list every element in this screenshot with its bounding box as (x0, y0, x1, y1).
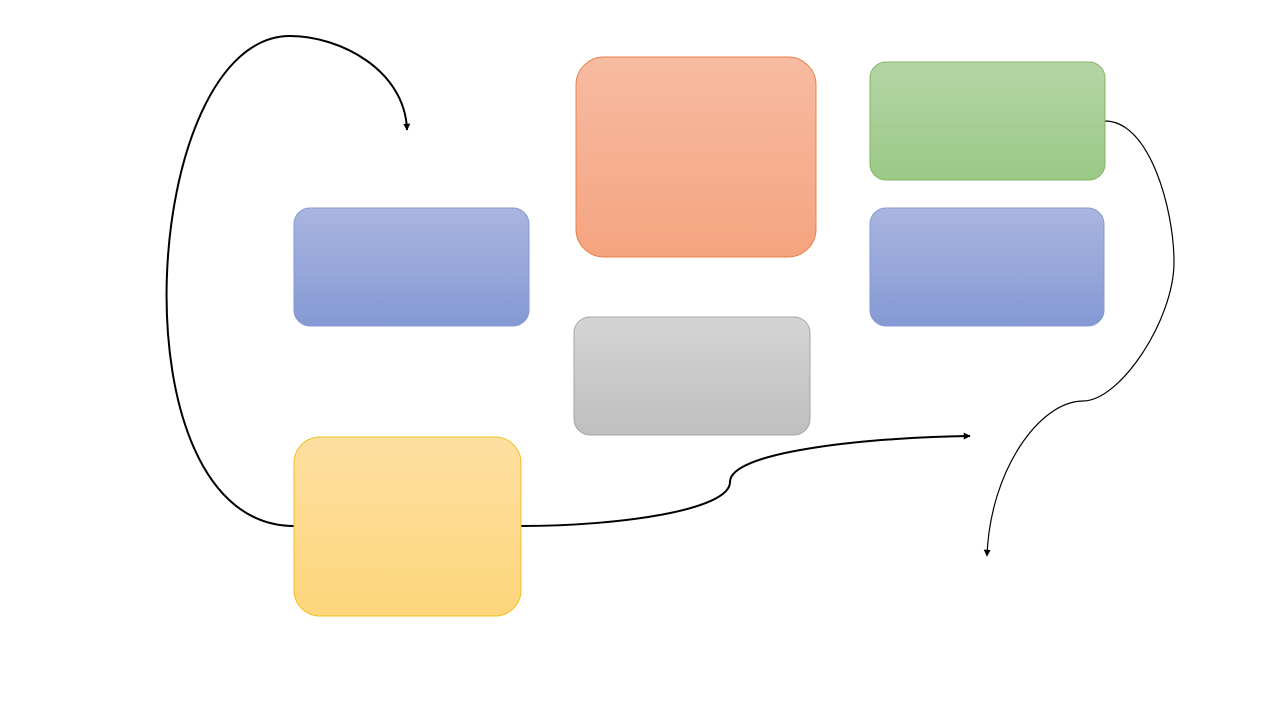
connector-yellow-to-right[interactable] (520, 432, 971, 527)
gray-box[interactable] (573, 316, 811, 436)
green-box[interactable] (869, 61, 1106, 181)
blue-box-left[interactable] (293, 207, 530, 327)
yellow-box[interactable] (293, 436, 522, 617)
connector-green-to-bottom[interactable] (983, 120, 1175, 557)
connector-yellow-to-top[interactable] (165, 34, 411, 527)
orange-box[interactable] (575, 56, 817, 258)
blue-box-right[interactable] (869, 207, 1105, 327)
